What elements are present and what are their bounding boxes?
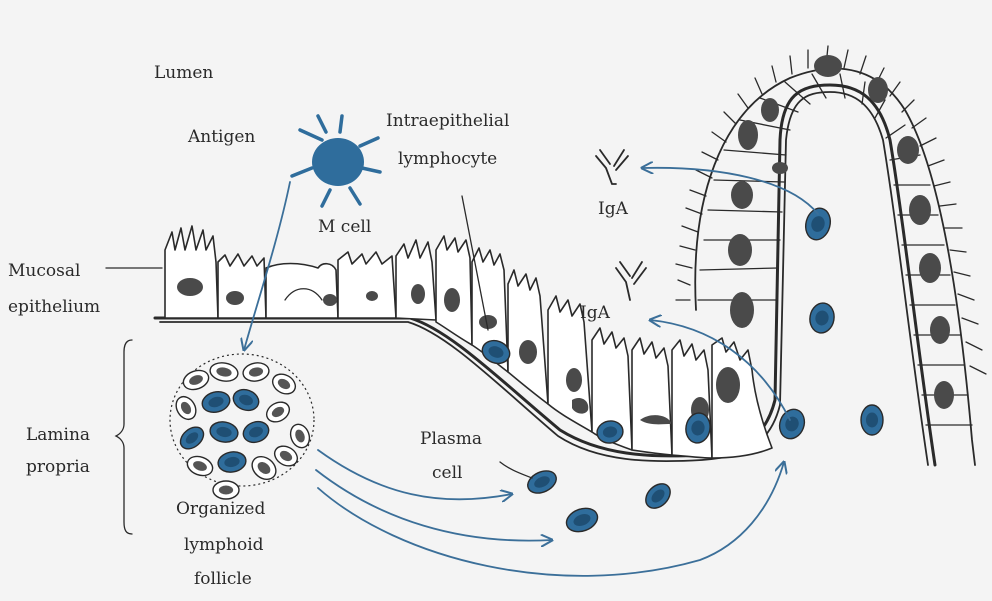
follicle-cell	[200, 389, 232, 416]
label-plasma: Plasma	[420, 429, 482, 449]
label-lymphoid: lymphoid	[184, 535, 264, 555]
follicle-cell	[240, 418, 271, 446]
follicle-cell	[242, 361, 271, 383]
follicle-cell	[209, 361, 240, 384]
plasma-cell	[808, 301, 837, 335]
label-cell: cell	[432, 463, 462, 483]
lamina-propria-bracket	[116, 340, 132, 534]
follicle-cell	[172, 393, 200, 423]
label-propria: propria	[26, 457, 90, 477]
plasma-cell	[641, 479, 675, 513]
follicle-cell	[181, 367, 212, 393]
label-intraepithelial: Intraepithelial	[386, 111, 509, 131]
follicle-cell	[185, 453, 216, 479]
label-lymphocyte: lymphocyte	[398, 149, 497, 169]
plasma-cell	[802, 205, 833, 242]
label-follicle: follicle	[194, 569, 252, 589]
label-lamina: Lamina	[26, 425, 90, 445]
follicle-cell	[269, 370, 299, 398]
follicle-cell	[263, 398, 293, 426]
lymphoid-follicle	[170, 354, 314, 499]
follicle-cell	[230, 386, 261, 414]
label-lumen: Lumen	[154, 63, 213, 83]
arrow-plasma-to-iga-top	[642, 168, 818, 214]
label-mucosal: Mucosal	[8, 261, 80, 281]
iga-antibody-icon-mid	[616, 262, 646, 300]
label-iga-mid: IgA	[580, 303, 611, 323]
label-antigen: Antigen	[187, 127, 255, 147]
label-epithelium: epithelium	[8, 297, 100, 317]
plasma-cell	[524, 467, 560, 498]
plasma-cell	[861, 405, 883, 435]
follicle-cell	[213, 481, 239, 499]
antigen-icon	[292, 116, 380, 206]
label-organized: Organized	[176, 499, 265, 519]
label-iga-top: IgA	[598, 199, 629, 219]
follicle-cell	[208, 420, 239, 445]
plasma-cell	[776, 406, 809, 442]
follicle-cell	[176, 423, 207, 454]
plasma-cell	[563, 504, 601, 536]
iga-antibody-icon-top	[596, 150, 628, 184]
follicle-cell	[216, 450, 247, 475]
label-m-cell: M cell	[318, 217, 371, 237]
